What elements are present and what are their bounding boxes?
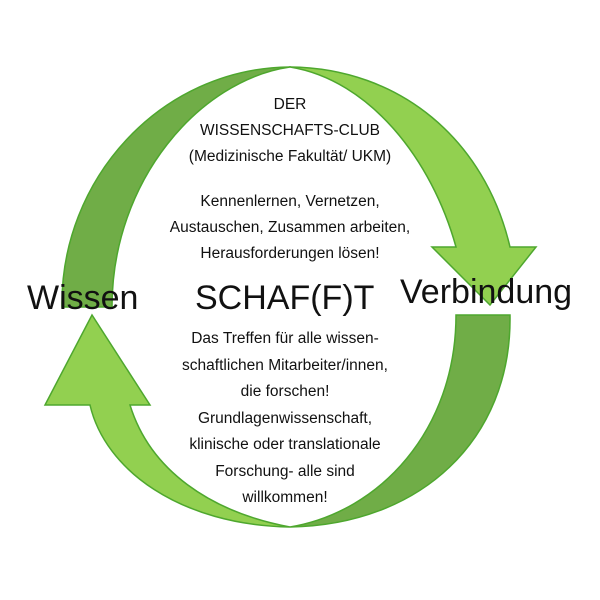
text-line: (Medizinische Fakultät/ UKM): [188, 148, 392, 165]
text-line: schaftlichen Mitarbeiter/innen,: [182, 356, 388, 374]
text-line: WISSENSCHAFTS-CLUB: [200, 122, 380, 139]
bottom-arrow-dark-half: [289, 314, 511, 528]
club-description: DER WISSENSCHAFTS-CLUB (Medizinische Fak…: [140, 92, 440, 267]
label-wissen: Wissen: [27, 279, 139, 317]
bottom-arrow-light-half: [43, 313, 291, 528]
top-arrow-light-half: [289, 66, 538, 307]
label-schafft: SCHAF(F)T: [195, 279, 375, 317]
text-line: Forschung- alle sind: [215, 462, 355, 480]
text-line: willkommen!: [242, 489, 328, 506]
text-line: DER: [273, 96, 307, 113]
text-line: Herausforderungen lösen!: [200, 245, 380, 262]
top-arrow-dark-half: [61, 66, 291, 308]
label-verbindung: Verbindung: [400, 273, 573, 311]
text-line: Grundlagenwissenschaft,: [197, 409, 373, 427]
text-line: Das Treffen für alle wissen-: [191, 330, 379, 347]
text-line: Austauschen, Zusammen arbeiten,: [169, 219, 411, 236]
text-line: Kennenlernen, Vernetzen,: [200, 193, 380, 210]
text-line: klinische oder translationale: [189, 436, 381, 453]
text-line: die forschen!: [240, 383, 330, 400]
meeting-description: Das Treffen für alle wissen- schaftliche…: [135, 326, 435, 512]
